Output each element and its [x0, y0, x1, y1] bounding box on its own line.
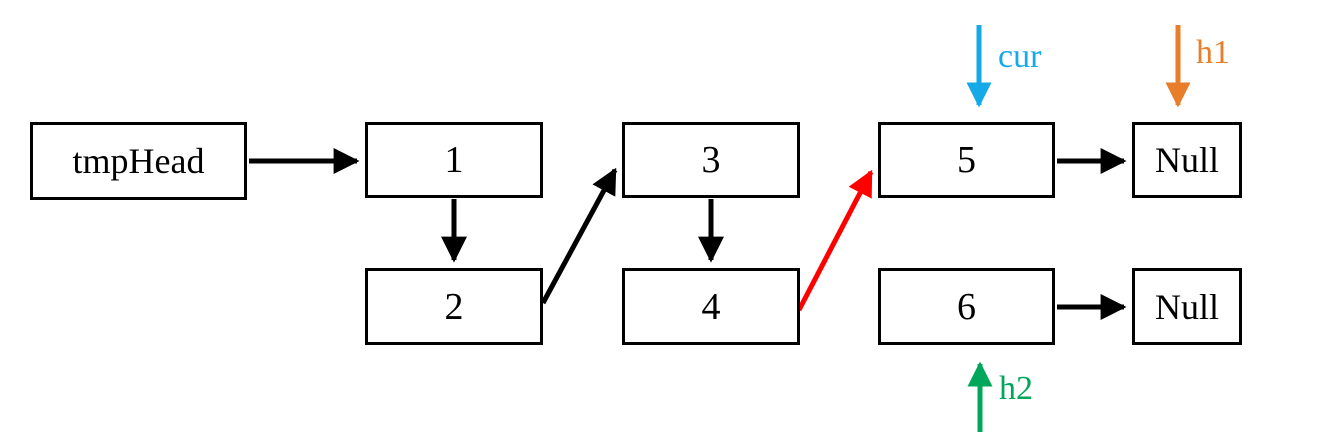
node-6-label: 6 — [957, 285, 976, 328]
node-3[interactable]: 3 — [622, 122, 800, 198]
node-null-bottom[interactable]: Null — [1132, 268, 1242, 345]
edge-2-to-3 — [540, 167, 618, 305]
edge-4-to-5-new-link — [796, 169, 874, 312]
node-tmphead[interactable]: tmpHead — [30, 122, 247, 200]
node-4[interactable]: 4 — [622, 268, 800, 345]
node-3-label: 3 — [701, 139, 721, 181]
pointer-label-h2: h2 — [999, 370, 1033, 407]
node-null-top[interactable]: Null — [1132, 122, 1242, 198]
pointer-label-cur: cur — [998, 38, 1042, 75]
node-6[interactable]: 6 — [878, 268, 1055, 345]
node-2-label: 2 — [444, 285, 464, 328]
pointer-label-h1: h1 — [1196, 34, 1230, 71]
node-1[interactable]: 1 — [365, 122, 543, 198]
node-5[interactable]: 5 — [878, 122, 1055, 198]
node-null-bottom-label: Null — [1154, 286, 1219, 327]
node-2[interactable]: 2 — [365, 268, 543, 345]
node-1-label: 1 — [444, 139, 464, 181]
node-5-label: 5 — [957, 139, 976, 181]
node-4-label: 4 — [701, 285, 721, 328]
node-tmphead-label: tmpHead — [72, 141, 205, 181]
node-null-top-label: Null — [1154, 140, 1219, 180]
